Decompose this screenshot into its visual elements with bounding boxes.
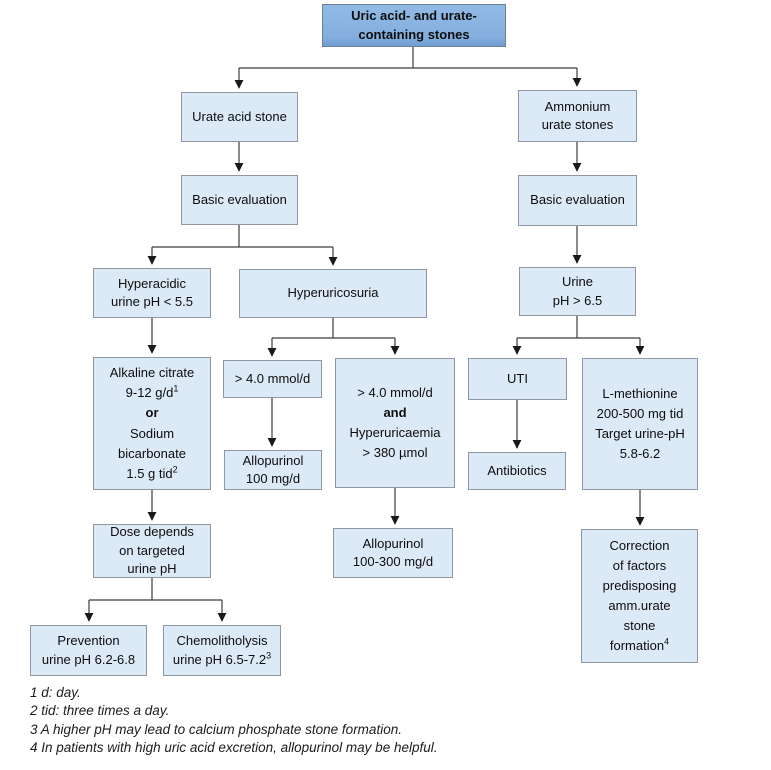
node-label-line: Urate acid stone (192, 108, 287, 124)
node-label-line: Alkaline citrate (109, 365, 195, 381)
node-label-line: Urine (561, 274, 594, 290)
node-allopurinol-100-300: Allopurinol 100-300 mg/d (333, 528, 453, 578)
node-label-line: urine pH 6.5-7.23 (164, 651, 280, 669)
footnote-marker: 2 (172, 464, 178, 475)
node-label-line: urine pH (127, 561, 177, 577)
node-correction: Correction of factors predisposing amm.u… (581, 529, 698, 663)
node-label-line: of factors (612, 557, 667, 573)
node-label-line: > 380 µmol (362, 445, 428, 461)
node-label-line: on targeted (119, 542, 185, 558)
node-hyperuricosuria: Hyperuricosuria (239, 269, 427, 318)
node-label-line: urate stones (541, 117, 614, 132)
node-label-line: Dose depends (110, 524, 194, 540)
node-label-line: Sodium (129, 425, 175, 441)
node-label-line: Antibiotics (487, 462, 547, 478)
node-label-line: Hyperuricosuria (287, 285, 379, 301)
node-label-line: > 4.0 mmol/d (234, 370, 311, 386)
footnote-marker: 3 (266, 650, 272, 661)
node-alkaline-citrate: Alkaline citrate 9-12 g/d1 or Sodium bic… (93, 357, 211, 490)
node-label-line: Chemolitholysis (176, 633, 268, 649)
node-label-line: Allopurinol (242, 452, 304, 468)
node-label-line: 5.8-6.2 (619, 446, 661, 462)
node-label-line: UTI (507, 370, 528, 386)
node-label-line: > 4.0 mmol/d (357, 384, 433, 400)
node-label-line: pH > 6.5 (552, 292, 603, 308)
node-label-line: bicarbonate (118, 445, 186, 461)
node-ammonium-urate-stones: Ammonium urate stones (518, 90, 637, 142)
node-uti: UTI (468, 358, 567, 400)
node-root: Uric acid- and urate- containing stones (322, 4, 506, 47)
node-label-line: Hyperuricaemia (349, 425, 441, 440)
node-label-line: Uric acid- and urate- (351, 8, 477, 24)
node-label-line: Basic evaluation (530, 192, 625, 208)
node-label-line: Allopurinol (362, 535, 424, 551)
node-label-text: formation (609, 638, 665, 654)
node-label-text: 9-12 g/d (125, 385, 174, 401)
node-urate-acid-stone: Urate acid stone (181, 92, 298, 142)
node-hyperacidic: Hyperacidic urine pH < 5.5 (93, 268, 211, 318)
node-label-line: formation4 (582, 636, 697, 656)
footnote-marker: 4 (664, 636, 670, 647)
footnote-4: 4 In patients with high uric acid excret… (30, 740, 438, 756)
node-label-line: Target urine-pH (595, 426, 685, 441)
footnote-2: 2 tid: three times a day. (30, 703, 170, 719)
node-label-line: and (383, 404, 407, 420)
node-label-line: 9-12 g/d1 (94, 383, 210, 403)
node-label-line: 200-500 mg tid (596, 405, 684, 421)
node-label-line: urine pH 6.2-6.8 (41, 651, 136, 667)
node-basic-evaluation-left: Basic evaluation (181, 175, 298, 225)
node-label-line: Prevention (57, 633, 120, 649)
node-basic-evaluation-right: Basic evaluation (518, 175, 637, 226)
footnotes: 1 d: day. 2 tid: three times a day. 3 A … (30, 684, 437, 757)
node-label-text: 1.5 g tid (126, 465, 173, 481)
node-l-methionine: L-methionine 200-500 mg tid Target urine… (582, 358, 698, 490)
node-label-line: 100-300 mg/d (352, 554, 434, 569)
node-label-line: urine pH < 5.5 (110, 294, 194, 309)
node-gt40-and-hyperuricaemia: > 4.0 mmol/d and Hyperuricaemia > 380 µm… (335, 358, 455, 488)
node-label-line: Correction (609, 537, 670, 553)
node-label-line: or (145, 405, 159, 421)
node-label-line: Ammonium (544, 98, 611, 114)
node-antibiotics: Antibiotics (468, 452, 566, 490)
node-label-line: 100 mg/d (245, 471, 301, 486)
node-dose-depends: Dose depends on targeted urine pH (93, 524, 211, 578)
node-label-line: stone (623, 618, 656, 634)
node-label-line: predisposing (602, 577, 677, 593)
node-label-line: L-methionine (602, 385, 678, 401)
node-label-line: 1.5 g tid2 (94, 464, 210, 484)
node-label-line: Basic evaluation (192, 191, 287, 207)
footnote-1: 1 d: day. (30, 685, 81, 700)
node-urine-ph: Urine pH > 6.5 (519, 267, 636, 316)
footnote-3: 3 A higher pH may lead to calcium phosph… (30, 721, 402, 737)
node-prevention: Prevention urine pH 6.2-6.8 (30, 625, 147, 676)
node-gt40: > 4.0 mmol/d (223, 360, 322, 398)
node-label-line: amm.urate (608, 598, 671, 613)
node-label-line: Hyperacidic (118, 275, 186, 291)
node-label-line: containing stones (358, 26, 470, 42)
node-label-text: urine pH 6.5-7.2 (172, 651, 267, 667)
node-allopurinol-100: Allopurinol 100 mg/d (224, 450, 322, 490)
footnote-marker: 1 (173, 383, 179, 394)
node-chemolitholysis: Chemolitholysis urine pH 6.5-7.23 (163, 625, 281, 676)
